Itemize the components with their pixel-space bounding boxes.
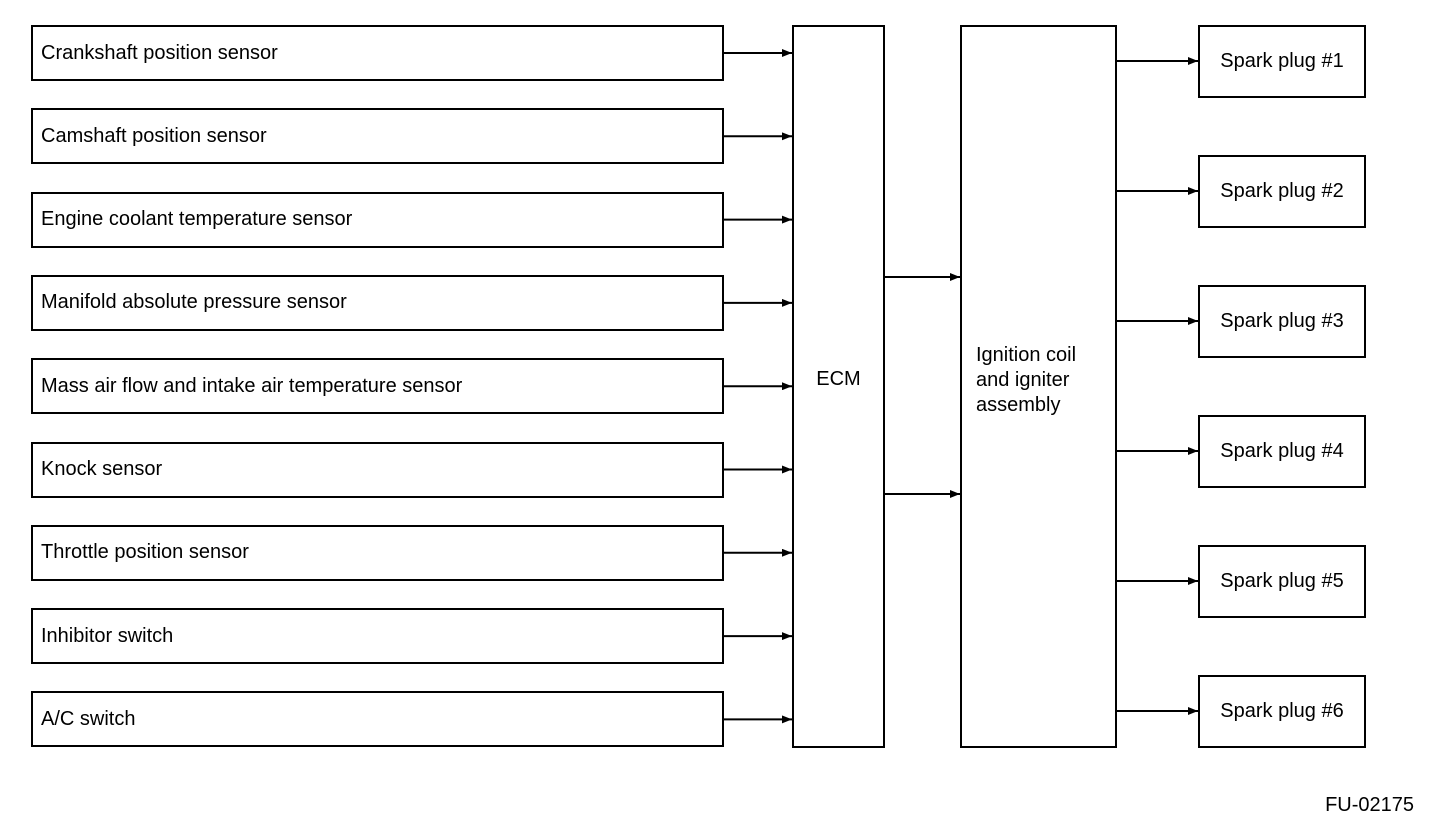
spark-plug-label: Spark plug #3	[1220, 310, 1344, 332]
spark-plug-box: Spark plug #5	[1198, 545, 1366, 618]
spark-plug-box: Spark plug #4	[1198, 415, 1366, 488]
spark-plug-label: Spark plug #5	[1220, 570, 1344, 592]
sensor-label: Camshaft position sensor	[41, 124, 267, 147]
sensor-box: Knock sensor	[31, 441, 724, 498]
sensor-box: Manifold absolute pressure sensor	[31, 274, 724, 331]
spark-plug-box: Spark plug #1	[1198, 25, 1366, 98]
sensor-label: Mass air flow and intake air temperature…	[41, 374, 463, 397]
spark-plug-label: Spark plug #4	[1220, 440, 1344, 462]
figure-code: FU-02175	[1325, 794, 1414, 816]
spark-plug-label: Spark plug #1	[1220, 50, 1344, 72]
ecm-label: ECM	[816, 368, 861, 390]
sensor-box: Mass air flow and intake air temperature…	[31, 358, 724, 415]
spark-plug-label: Spark plug #2	[1220, 180, 1344, 202]
spark-plug-label: Spark plug #6	[1220, 700, 1344, 722]
sensor-box: Engine coolant temperature sensor	[31, 191, 724, 248]
sensor-box: Inhibitor switch	[31, 608, 724, 665]
sensor-label: A/C switch	[41, 707, 136, 730]
ecm-block: ECM	[792, 25, 885, 748]
sensor-label: Engine coolant temperature sensor	[41, 208, 353, 231]
spark-plug-box: Spark plug #2	[1198, 155, 1366, 228]
sensor-label: Knock sensor	[41, 458, 163, 480]
sensor-label: Inhibitor switch	[41, 624, 174, 647]
sensor-box: A/C switch	[31, 691, 724, 748]
sensor-label: Manifold absolute pressure sensor	[41, 291, 347, 314]
sensor-box: Camshaft position sensor	[31, 108, 724, 165]
sensor-box: Crankshaft position sensor	[31, 25, 724, 81]
sensor-box: Throttle position sensor	[31, 524, 724, 581]
sensor-label: Crankshaft position sensor	[41, 41, 278, 64]
sensor-label: Throttle position sensor	[41, 541, 249, 564]
spark-plug-box: Spark plug #6	[1198, 675, 1366, 748]
ignition-coil-label: Ignition coil and igniter assembly	[976, 344, 1077, 416]
ignition-coil-block: Ignition coil and igniter assembly	[960, 25, 1117, 748]
spark-plug-box: Spark plug #3	[1198, 285, 1366, 358]
